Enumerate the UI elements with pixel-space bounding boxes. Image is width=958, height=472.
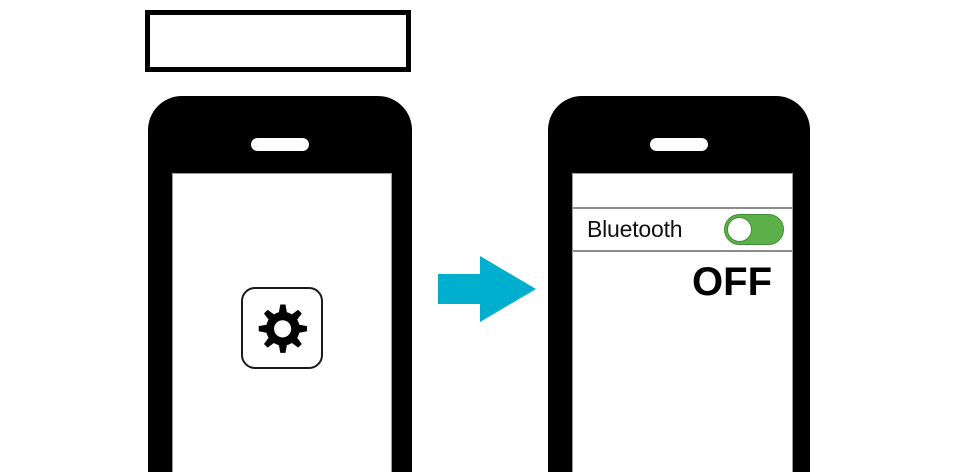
settings-app-icon-container[interactable]: [241, 287, 323, 369]
bluetooth-state-text: OFF: [692, 260, 772, 304]
arrow-right-icon: [438, 256, 538, 322]
settings-app-icon[interactable]: [241, 287, 323, 369]
bluetooth-setting-row[interactable]: Bluetooth: [573, 209, 792, 250]
before-state-phone-screen: [172, 173, 392, 472]
status-band: [573, 174, 792, 207]
earpiece-speaker: [251, 138, 309, 151]
after-state-phone-screen: Bluetooth OFF: [572, 173, 793, 472]
bluetooth-setting-label: Bluetooth: [587, 216, 683, 242]
state-callout: OFF: [573, 252, 792, 302]
before-state-phone: [148, 96, 412, 472]
bluetooth-toggle-switch[interactable]: [724, 214, 784, 245]
toggle-knob[interactable]: [727, 217, 752, 242]
caption-box: [145, 10, 411, 72]
after-state-phone: Bluetooth OFF: [548, 96, 810, 472]
earpiece-speaker: [650, 138, 708, 151]
divider-bottom: [573, 250, 792, 252]
gear-icon: [254, 300, 310, 356]
divider-top: [573, 207, 792, 209]
